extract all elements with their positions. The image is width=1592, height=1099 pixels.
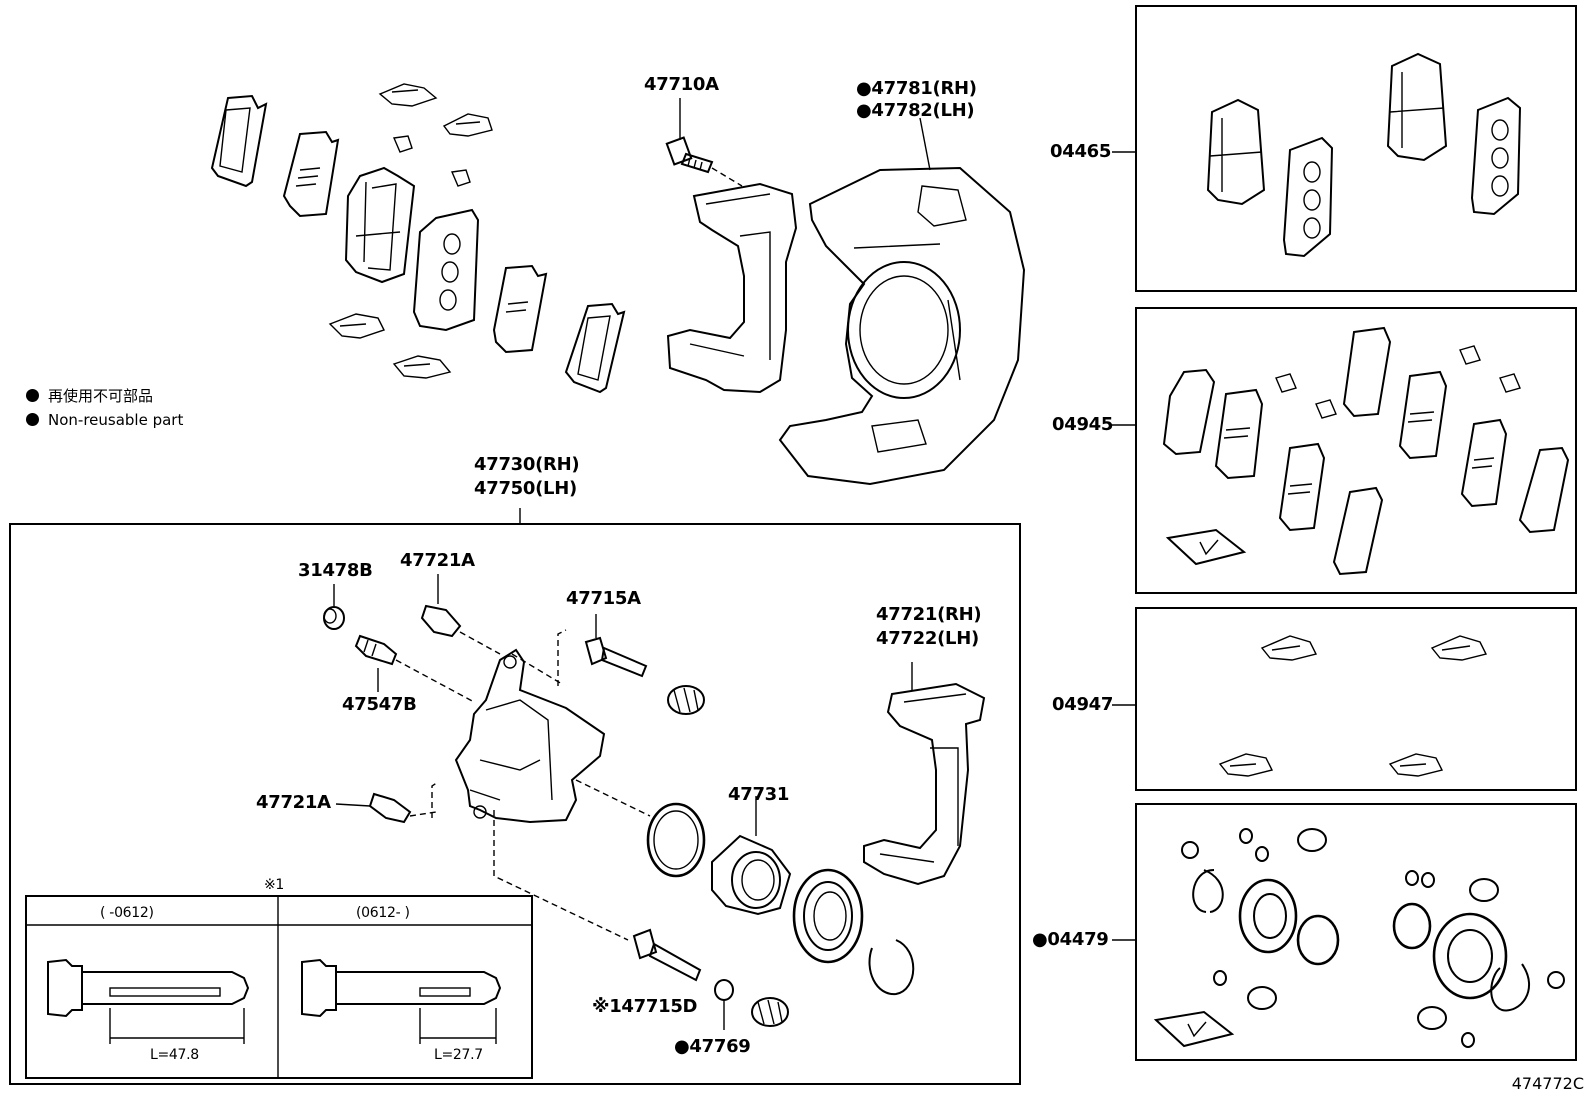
label-47730: 47730(RH) [474,454,580,475]
anti-rattle-clips [328,83,493,379]
legend-en-text: Non-reusable part [48,411,184,429]
label-47782: ●47782(LH) [856,100,975,121]
label-04465: 04465 [1050,141,1112,162]
label-04945: 04945 [1052,414,1114,435]
label-31478B: 31478B [298,560,373,581]
label-04479: ●04479 [1032,929,1109,950]
bushing-47721A-bottom [335,781,439,824]
label-47781: ●47781(RH) [856,78,977,99]
slide-pin-late [301,958,502,1044]
label-47722: 47722(LH) [876,628,979,649]
inset-col2-header: (0612- ) [356,905,410,921]
kit-04947-clips [1218,635,1488,777]
label-47731: 47731 [728,784,790,805]
boot-set-ring [868,939,915,996]
pad-shim-outer-right [564,302,626,394]
piston-47731 [711,834,792,916]
label-47547B: 47547B [342,694,417,715]
mounting-bolt-47710A [665,136,743,187]
brake-pad-outer [344,166,416,284]
inset-col1-header: ( -0612) [100,905,154,921]
label-47721A-bottom: 47721A [256,792,331,813]
kit-04945-shims [1162,326,1570,576]
pin-boot-upper [667,685,705,715]
label-04947: 04947 [1052,694,1114,715]
kit-box-04479 [1135,803,1577,1061]
brake-pad-inner [412,208,480,332]
label-47769: ●47769 [674,1036,751,1057]
caliper-assembly-frame [9,523,1021,1085]
pad-shim-inner-left [282,130,340,218]
label-47721: 47721(RH) [876,604,982,625]
label-47721A-top: 47721A [400,550,475,571]
legend-jp-text: 再使用不可部品 [48,387,154,405]
label-47715D: ※147715D [592,996,698,1017]
legend-en: Non-reusable part [26,410,183,430]
slide-pin-early [47,958,250,1044]
pad-shim-inner-right [492,264,548,354]
bushing-47721A-top [420,604,501,655]
slide-pin-47715A [584,636,648,678]
bushing-47769 [714,979,734,1001]
inset-frame [25,895,533,1079]
slide-pin-47715D [632,928,702,982]
kit-box-04947 [1135,607,1577,791]
kit-04465-pads [1206,52,1522,258]
label-47710A: 47710A [644,74,719,95]
disc-brake-dust-cover [778,166,1026,486]
legend-jp: 再使用不可部品 [26,386,153,406]
illustration-ref: 474772C [1511,1074,1584,1093]
inset-dim-late: L=27.7 [434,1047,483,1063]
caliper-bracket-47721 [863,682,986,886]
non-reusable-dot-icon [26,389,39,402]
kit-box-04945 [1135,307,1577,594]
pad-shim-outer-left [210,94,268,188]
piston-boot [792,868,864,964]
label-47750: 47750(LH) [474,478,577,499]
caliper-cylinder-body [454,648,606,824]
inset-dim-early: L=47.8 [150,1047,199,1063]
bleeder-plug-47547B [354,634,475,703]
label-47715A: 47715A [566,588,641,609]
piston-seal-ring [646,802,706,878]
kit-04479-seals [1153,828,1565,1048]
pin-boot-lower [751,997,789,1027]
kit-box-04465 [1135,5,1577,292]
inset-marker: ※1 [264,877,285,893]
caliper-mounting-bracket-top [666,182,798,394]
bleeder-cap-31478B [323,606,345,630]
non-reusable-dot-icon [26,413,39,426]
